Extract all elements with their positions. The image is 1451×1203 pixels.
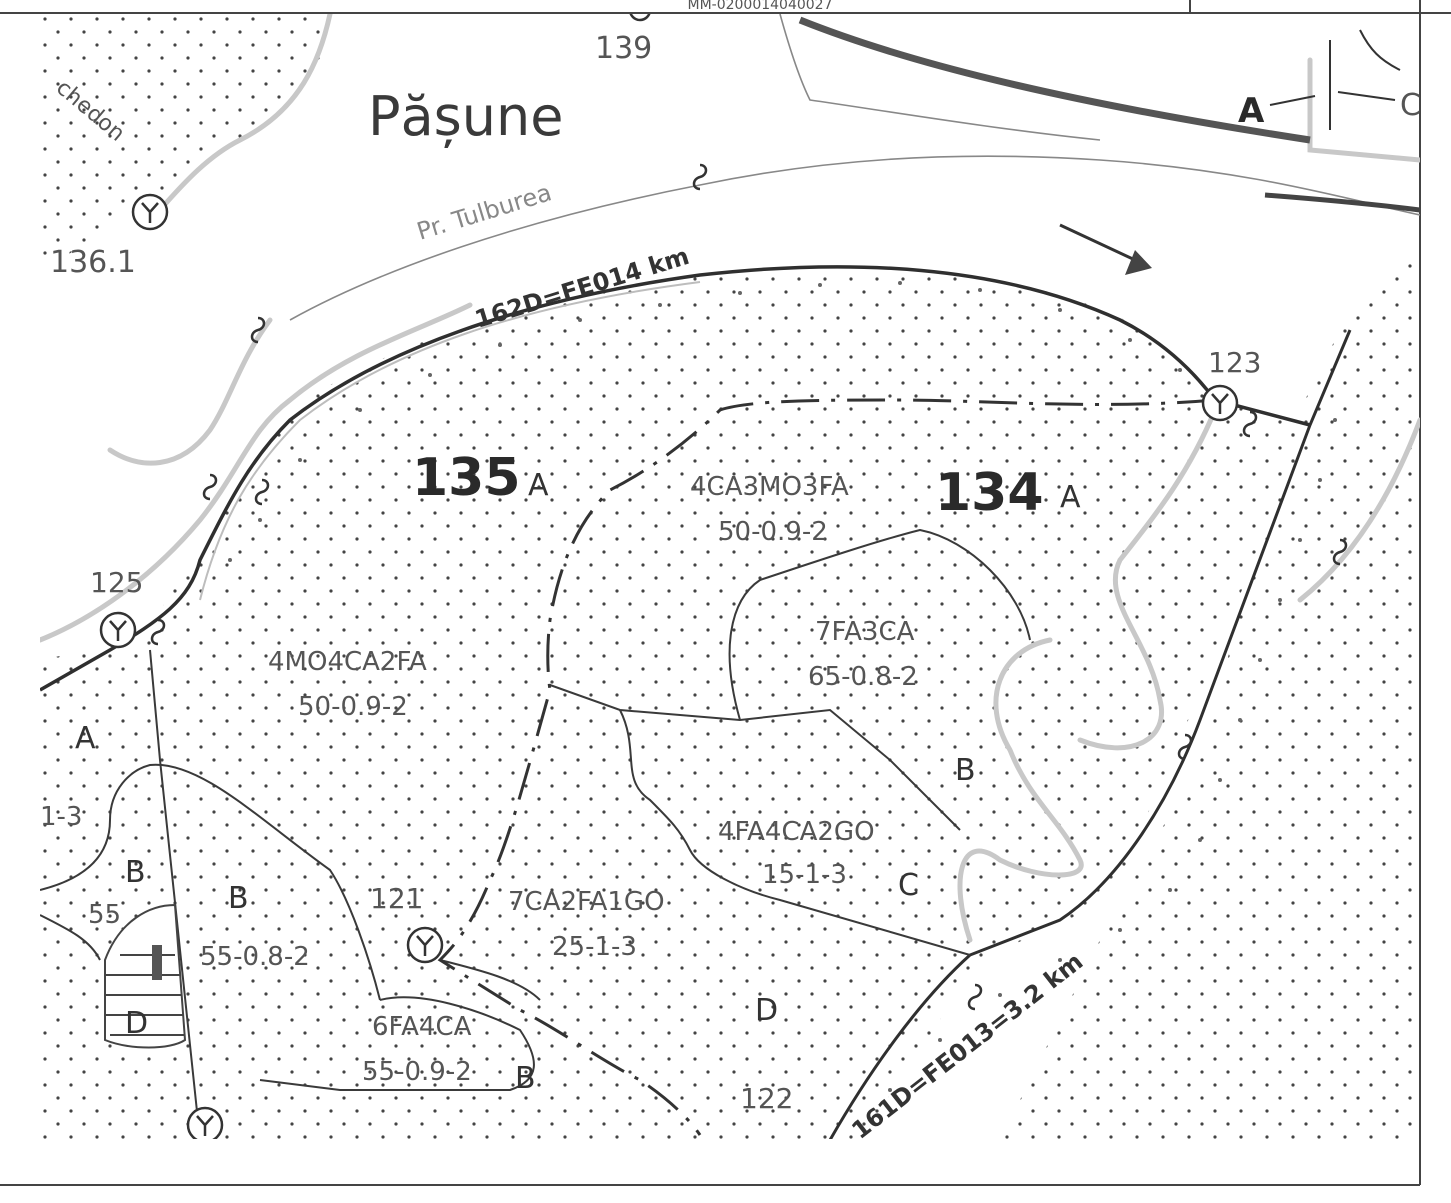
stand-composition: 7CA2FA1GO bbox=[508, 887, 665, 917]
parcel-134-sub: A bbox=[1060, 480, 1081, 515]
inset-lines bbox=[1269, 29, 1401, 130]
stand-values: 55-0.8-2 bbox=[200, 942, 310, 972]
stand-composition: 4MO4CA2FA bbox=[268, 647, 427, 677]
stand-boundaries bbox=[40, 528, 1031, 1139]
road-north-edge bbox=[199, 281, 701, 601]
point-number: 121 bbox=[370, 882, 423, 915]
road-dots bbox=[228, 281, 1337, 1092]
stand-composition: 6FA4CA bbox=[372, 1012, 472, 1042]
hatched-area bbox=[104, 903, 187, 1049]
parcel-135-label: 135 bbox=[412, 448, 521, 508]
subparcel-label: B bbox=[955, 753, 976, 788]
subparcel-label: B bbox=[228, 881, 249, 916]
subparcel-label: D bbox=[755, 993, 778, 1028]
subparcel-label: A bbox=[1238, 91, 1265, 131]
stand-values: 50-0.9-2 bbox=[718, 517, 828, 547]
point-number: 125 bbox=[90, 566, 143, 599]
stand-values: 55-0.9-2 bbox=[362, 1057, 472, 1087]
junction-y-icon bbox=[99, 14, 1239, 1139]
point-number: 136.1 bbox=[50, 245, 136, 280]
stand-values: 25-1-3 bbox=[552, 932, 637, 962]
subparcel-label: D bbox=[125, 1006, 148, 1041]
point-number: 139 bbox=[595, 31, 652, 66]
direction-arrow-icon bbox=[1059, 223, 1152, 275]
road-north bbox=[40, 265, 1311, 692]
road-top-right bbox=[798, 16, 1420, 213]
streams bbox=[40, 14, 1420, 943]
stand-values: 65-0.8-2 bbox=[808, 662, 918, 692]
subparcel-label: B bbox=[515, 1061, 536, 1096]
fragment-label: 1-3 bbox=[40, 802, 82, 832]
stand-composition: 7FA3CA bbox=[815, 617, 915, 647]
parcel-135-sub: A bbox=[528, 468, 549, 503]
road-east bbox=[828, 329, 1352, 1139]
tulburea-stream bbox=[289, 14, 1420, 321]
compartment-boundary bbox=[437, 398, 1216, 1136]
subparcel-label: B bbox=[125, 855, 146, 890]
stand-values: 50-0.9-2 bbox=[298, 692, 408, 722]
fragment-label: 55 bbox=[88, 900, 121, 930]
stand-values: 15-1-3 bbox=[762, 860, 847, 890]
subparcel-label: C bbox=[898, 868, 919, 903]
subparcel-label: A bbox=[75, 721, 96, 756]
point-number: 123 bbox=[1208, 346, 1261, 379]
stream-name-label: Pr. Tulburea bbox=[414, 178, 555, 245]
stand-composition: 4CA3MO3FA bbox=[690, 472, 849, 502]
forest-dot-fill bbox=[40, 14, 1420, 1139]
pasture-label: Pășune bbox=[368, 85, 563, 149]
bridge-icon bbox=[150, 163, 1348, 1011]
parcel-134-label: 134 bbox=[935, 463, 1044, 523]
subparcel-label: C bbox=[1400, 88, 1421, 123]
stand-composition: 4FA4CA2GO bbox=[718, 817, 875, 847]
point-number: 122 bbox=[740, 1082, 793, 1115]
header-partial-text: MM-0200014040027 bbox=[687, 0, 832, 13]
